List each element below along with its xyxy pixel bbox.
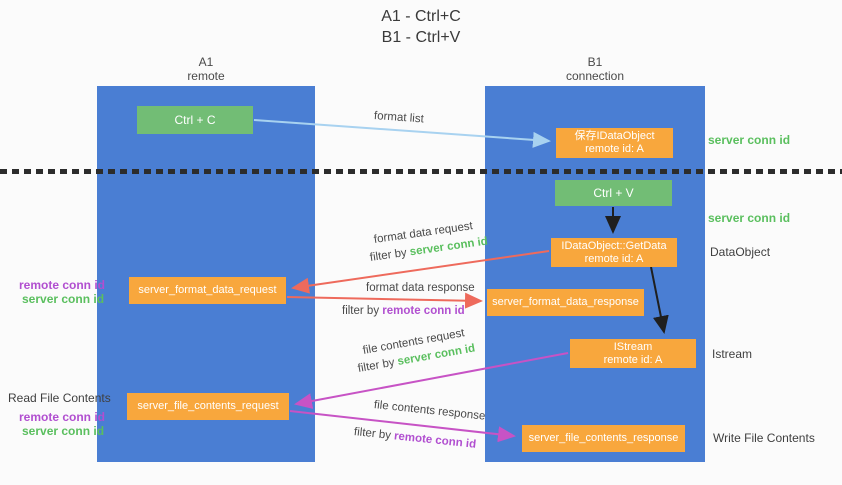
remote-conn-id-annotation-top: remote conn id <box>19 278 106 292</box>
server-file-contents-response-label: server_file_contents_response <box>528 432 679 444</box>
column-b1-role: connection <box>565 69 625 83</box>
server-format-data-response-node: server_format_data_response <box>487 289 644 316</box>
filter-by-text: filter by <box>342 305 383 317</box>
save-idataobject-title: 保存IDataObject <box>574 130 655 142</box>
file-contents-response-filter-label: filter by remote conn id <box>353 426 476 451</box>
remote-conn-id-key: remote conn id <box>393 430 477 451</box>
format-list-arrow-label: format list <box>373 110 425 126</box>
read-file-contents-annotation: Read File Contents <box>8 391 111 405</box>
istream-node: IStream remote id: A <box>570 339 696 368</box>
server-format-data-request-label: server_format_data_request <box>138 284 277 296</box>
ctrl-c-label: Ctrl + C <box>174 113 216 127</box>
server-file-contents-request-label: server_file_contents_request <box>137 400 279 412</box>
save-idataobject-node: 保存IDataObject remote id: A <box>556 128 673 158</box>
dataobject-annotation: DataObject <box>710 245 771 259</box>
server-conn-id-annotation-top: server conn id <box>708 133 791 147</box>
format-data-response-arrow <box>286 292 483 309</box>
getdata-title: IDataObject::GetData <box>561 239 667 252</box>
filter-by-text: filter by <box>356 356 399 375</box>
ctrl-v-node: Ctrl + V <box>555 180 672 206</box>
server-file-contents-request-node: server_file_contents_request <box>127 393 289 420</box>
idataobject-getdata-node: IDataObject::GetData remote id: A <box>551 238 677 267</box>
column-header-a1: A1 remote <box>97 55 315 83</box>
session-divider-dotted-line <box>0 169 842 174</box>
istream-title: IStream <box>613 340 653 353</box>
remote-conn-id-annotation-bottom: remote conn id <box>19 410 106 424</box>
server-conn-id-annotation-mid: server conn id <box>708 211 791 225</box>
save-idataobject-remote-id: remote id: A <box>585 143 644 155</box>
istream-annotation: Istream <box>712 347 753 361</box>
server-format-data-response-label: server_format_data_response <box>492 296 639 308</box>
column-header-b1: B1 connection <box>485 55 705 83</box>
write-file-contents-annotation: Write File Contents <box>713 431 815 445</box>
column-b1-name: B1 <box>587 55 603 69</box>
server-format-data-request-node: server_format_data_request <box>129 277 286 304</box>
ctrl-c-node: Ctrl + C <box>137 106 253 134</box>
filter-by-text: filter by <box>369 246 411 264</box>
format-data-response-arrow-label: format data response <box>366 282 475 294</box>
format-data-response-filter-label: filter by remote conn id <box>342 305 465 317</box>
diagram-title: A1 - Ctrl+C B1 - Ctrl+V <box>0 6 842 48</box>
ctrl-v-label: Ctrl + V <box>593 186 634 200</box>
filter-by-text: filter by <box>353 426 395 443</box>
title-line-1: A1 - Ctrl+C <box>381 8 461 25</box>
column-a1-role: remote <box>187 69 225 83</box>
title-line-2: B1 - Ctrl+V <box>381 29 461 46</box>
file-contents-response-arrow-label: file contents response <box>373 399 486 423</box>
server-conn-id-annotation-left-top: server conn id <box>22 292 105 306</box>
remote-conn-id-key: remote conn id <box>382 305 465 317</box>
server-file-contents-response-node: server_file_contents_response <box>522 425 685 452</box>
column-a1-name: A1 <box>198 55 214 69</box>
getdata-remote-id: remote id: A <box>584 252 644 265</box>
istream-remote-id: remote id: A <box>603 353 663 366</box>
server-conn-id-annotation-left-bottom: server conn id <box>22 424 105 438</box>
